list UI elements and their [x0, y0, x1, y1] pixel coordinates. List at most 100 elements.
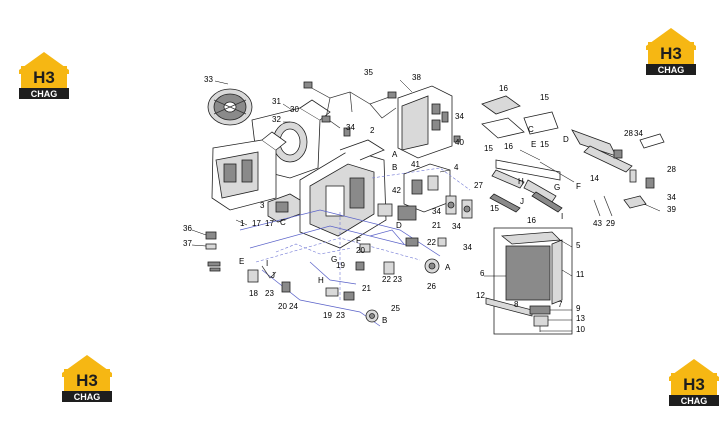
house-logo-icon: H3 CHAG: [62, 355, 112, 402]
callout-c15d: 15: [490, 204, 499, 213]
evaporator-core-drawing: [485, 227, 573, 335]
callout-c41: 41: [411, 160, 420, 169]
svg-text:H3: H3: [683, 375, 705, 394]
brand-logo-top-right: H3 CHAG: [644, 26, 698, 76]
callout-c28b: 28: [667, 165, 676, 174]
callout-c16b: 16: [504, 142, 513, 151]
servo-motor-drawing: [267, 193, 301, 223]
callout-cE2: E: [239, 257, 244, 266]
callout-cC2: C: [280, 218, 286, 227]
svg-text:H3: H3: [33, 68, 55, 87]
callout-cF1: F: [576, 182, 581, 191]
house-logo-icon: H3 CHAG: [19, 52, 69, 99]
callout-c20a: 20: [356, 246, 365, 255]
callout-c23c: 23: [336, 311, 345, 320]
callout-c6: 6: [480, 269, 485, 278]
callout-c34a: 34: [346, 123, 355, 132]
callout-cD2: D: [396, 221, 402, 230]
callout-c7: 7: [558, 300, 563, 309]
callout-c28a: 28: [624, 129, 633, 138]
callout-c39: 39: [667, 205, 676, 214]
svg-text:H3: H3: [660, 44, 682, 63]
callout-c10: 10: [576, 325, 585, 334]
wiring-harness-drawing: [303, 81, 397, 129]
callout-c2: 2: [370, 126, 375, 135]
callout-c15b: 15: [484, 144, 493, 153]
callout-cH2: H: [318, 276, 324, 285]
svg-text:CHAG: CHAG: [74, 392, 101, 402]
callout-c21a: 21: [432, 221, 441, 230]
assembly-guide-lines: [239, 167, 471, 327]
callout-c11: 11: [576, 270, 585, 279]
svg-text:CHAG: CHAG: [681, 396, 708, 406]
brand-logo-top-left: H3 CHAG: [17, 50, 71, 100]
callout-c34e: 34: [432, 207, 441, 216]
callout-c34f: 34: [452, 222, 461, 231]
callout-c16c: 16: [527, 216, 536, 225]
callout-c15a: 15: [540, 93, 549, 102]
callout-c17b: 17: [265, 219, 274, 228]
callout-c18: 18: [249, 289, 258, 298]
actuator-links-drawing: [445, 195, 473, 219]
callout-cG1: G: [554, 183, 560, 192]
brand-logo-bottom-left: H3 CHAG: [60, 353, 114, 403]
callout-c14: 14: [590, 174, 599, 183]
callout-leader-lines: [191, 79, 661, 332]
svg-text:CHAG: CHAG: [658, 65, 685, 75]
heater-housing-left-drawing: [211, 131, 287, 211]
callout-c4: 4: [454, 163, 459, 172]
small-fittings-drawing: [205, 127, 461, 323]
callout-c19a: 19: [336, 261, 345, 270]
callout-c25: 25: [391, 304, 400, 313]
callout-c19b: 19: [323, 311, 332, 320]
callout-c42: 42: [392, 186, 401, 195]
callout-c34b: 34: [455, 112, 464, 121]
callout-c34d: 34: [667, 193, 676, 202]
callout-c17a: 17: [252, 219, 261, 228]
callout-c23b: 23: [265, 289, 274, 298]
callout-c21b: 21: [362, 284, 371, 293]
callout-c20b: 20: [278, 302, 287, 311]
callout-cC1: C: [528, 125, 534, 134]
callout-cF2: F: [356, 236, 361, 245]
callout-c1: 1: [240, 219, 245, 228]
callout-c33: 33: [204, 75, 213, 84]
callout-c37: 37: [183, 239, 192, 248]
callout-cI1: I: [561, 212, 563, 221]
brand-logo-bottom-right: H3 CHAG: [667, 357, 721, 407]
filter-panels-drawing: [481, 95, 665, 217]
house-logo-icon: H3 CHAG: [646, 28, 696, 75]
callout-c36: 36: [183, 224, 192, 233]
callout-c32: 32: [272, 115, 281, 124]
callout-c16a: 16: [499, 84, 508, 93]
callout-cH1: H: [518, 177, 524, 186]
callout-c29: 29: [606, 219, 615, 228]
house-logo-icon: H3 CHAG: [669, 359, 719, 406]
svg-text:H3: H3: [76, 371, 98, 390]
callout-c30: 30: [290, 105, 299, 114]
blower-fan-drawing: [207, 88, 253, 126]
callout-c34g: 34: [463, 243, 472, 252]
callout-cB1: B: [392, 163, 397, 172]
callout-c22a: 22: [427, 238, 436, 247]
evaporator-core-block-drawing: [397, 85, 453, 159]
callout-c34c: 34: [634, 129, 643, 138]
callout-cB2: B: [382, 316, 387, 325]
callout-c3: 3: [260, 201, 265, 210]
callout-c8: 8: [514, 300, 519, 309]
callout-cI2: I: [266, 259, 268, 268]
callout-c23a: 23: [393, 275, 402, 284]
callout-c31: 31: [272, 97, 281, 106]
callout-c15c: 15: [540, 140, 549, 149]
callout-cG2: G: [331, 255, 337, 264]
main-case-drawing: [299, 139, 387, 249]
callout-cE1: E: [531, 140, 536, 149]
callout-cA2: A: [445, 263, 451, 272]
svg-text:CHAG: CHAG: [31, 89, 58, 99]
callout-c13: 13: [576, 314, 585, 323]
mode-door-actuator-drawing: [377, 203, 417, 221]
callout-c27: 27: [474, 181, 483, 190]
callout-cJ1: J: [520, 197, 524, 206]
